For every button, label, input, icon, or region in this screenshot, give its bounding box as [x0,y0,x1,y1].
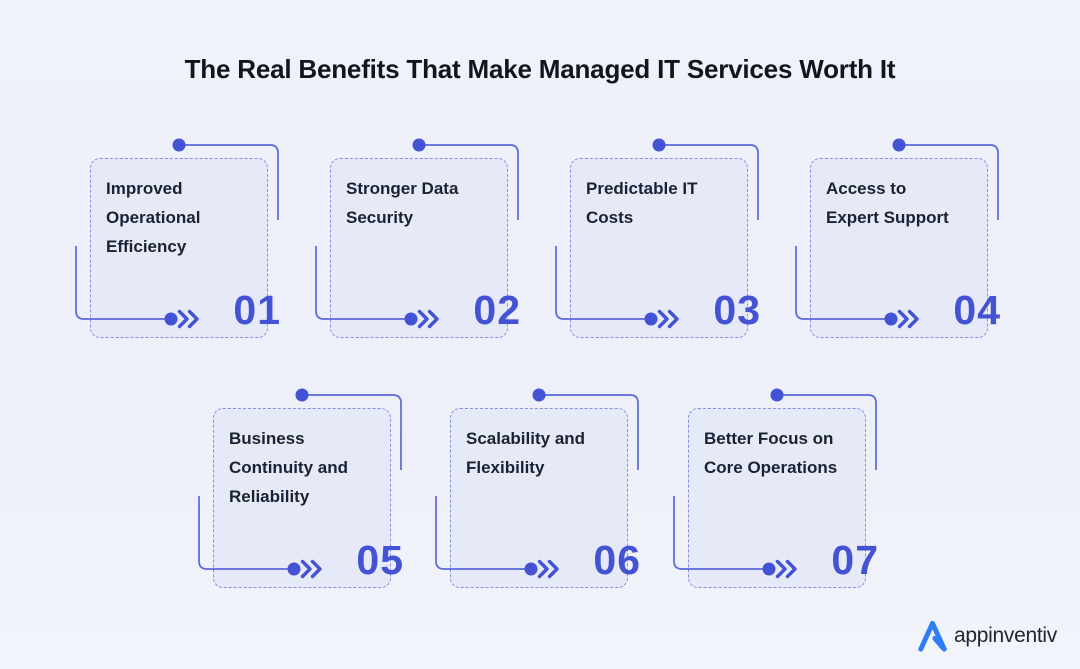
top-dot-icon [532,388,546,402]
appinventiv-a-icon [918,620,947,652]
benefit-card-2: Stronger Data Security 02 [315,138,520,338]
benefit-card-3: Predictable IT Costs 03 [555,138,760,338]
card-title: Better Focus on Core Operations [704,429,838,477]
benefit-card-5: Business Continuity and Reliability 05 [198,388,403,588]
card-number: 05 [356,537,404,583]
top-dot-icon [295,388,309,402]
card-title: Improved Operational Efficiency [106,179,201,256]
top-dot-icon [652,138,666,152]
top-dot-icon [172,138,186,152]
top-dot-icon [892,138,906,152]
page-title: The Real Benefits That Make Managed IT S… [184,54,896,84]
appinventiv-logo: appinventiv [917,618,1057,654]
top-dot-icon [770,388,784,402]
card-number: 03 [713,287,761,333]
card-title: Stronger Data Security [346,179,459,227]
card-number: 07 [831,537,879,583]
card-title: Predictable IT Costs [586,179,698,227]
card-number: 02 [473,287,521,333]
logo-brand-text: appinventiv [954,624,1057,647]
card-title: Business Continuity and Reliability [229,429,348,506]
card-number: 01 [233,287,281,333]
benefit-card-6: Scalability and Flexibility 06 [435,388,640,588]
card-title: Access to Expert Support [826,179,949,227]
card-number: 06 [593,537,641,583]
benefit-card-4: Access to Expert Support 04 [795,138,1000,338]
card-title: Scalability and Flexibility [466,429,586,477]
benefit-card-7: Better Focus on Core Operations 07 [673,388,878,588]
benefit-card-1: Improved Operational Efficiency 01 [75,138,280,338]
top-dot-icon [412,138,426,152]
card-number: 04 [953,287,1001,333]
